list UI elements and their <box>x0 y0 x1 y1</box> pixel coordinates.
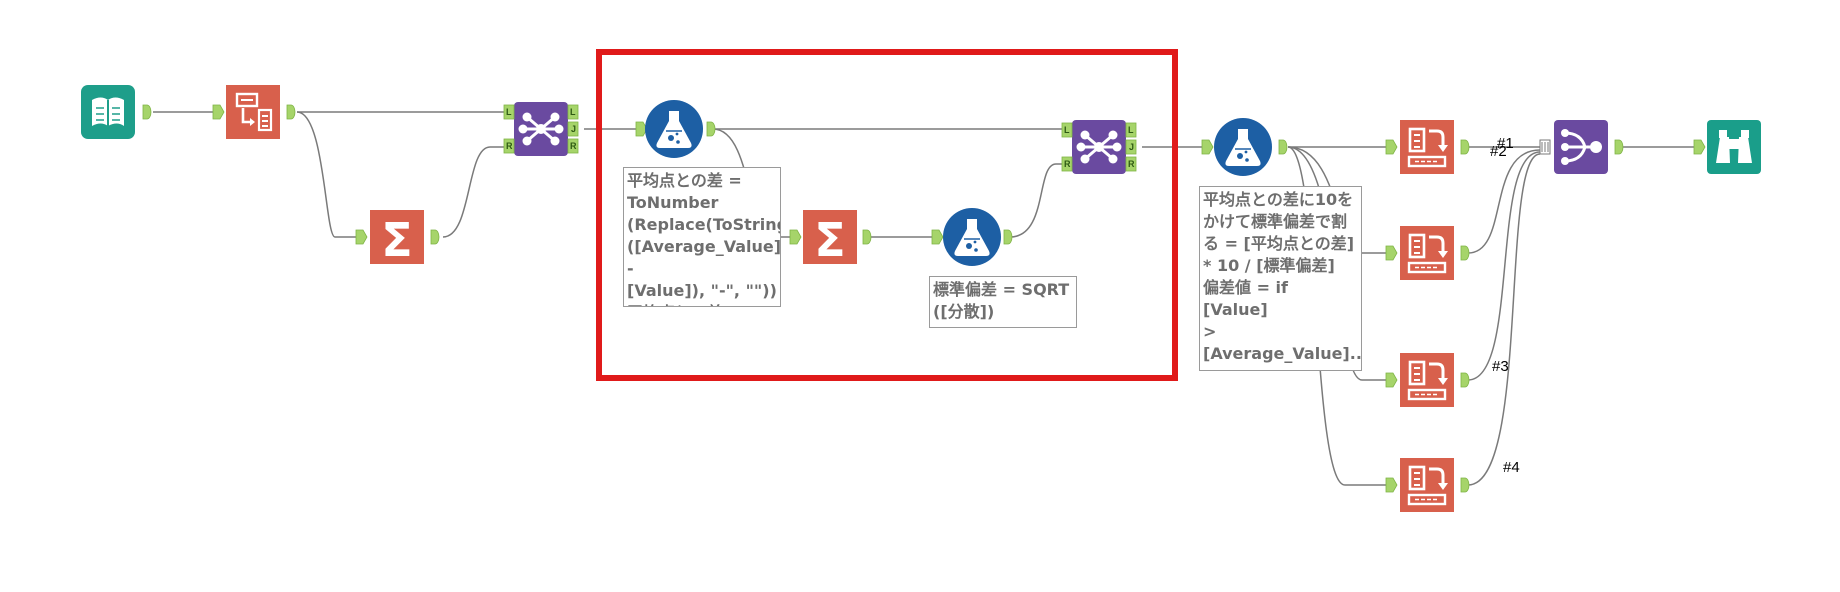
flask-formula-icon <box>942 207 1002 267</box>
join1-input-right-anchor <box>503 138 515 154</box>
union-icon <box>1552 118 1610 176</box>
input-data-tool[interactable] <box>80 84 152 140</box>
input-anchor <box>1385 372 1398 388</box>
anchor-label-j-out: J <box>1129 142 1134 152</box>
output-anchor <box>1460 245 1470 261</box>
anchor-label-r: R <box>1064 159 1071 169</box>
flask-formula-icon <box>1213 117 1273 177</box>
union-label-4: #4 <box>1503 459 1520 476</box>
sort-tool-3[interactable] <box>1385 351 1470 409</box>
join-tool-2[interactable]: L R L J R <box>1061 118 1137 176</box>
output-anchor <box>1460 372 1470 388</box>
input-anchor <box>789 229 802 245</box>
join1-input-left-anchor <box>503 104 515 120</box>
sort-icon <box>1398 351 1456 409</box>
union-input-anchor <box>1539 139 1551 155</box>
output-anchor <box>142 104 152 120</box>
summarize-tool-1[interactable] <box>355 210 440 267</box>
anchor-label-r-out: R <box>1128 159 1135 169</box>
summation-icon <box>370 210 424 267</box>
binoculars-browse-icon <box>1707 120 1761 174</box>
anchor-label-j-out: J <box>571 124 576 134</box>
output-anchor <box>1003 229 1013 245</box>
union-label-2: #2 <box>1490 143 1507 160</box>
sort-tool-2[interactable] <box>1385 224 1470 282</box>
summarize-tool-2[interactable] <box>789 210 872 267</box>
anchor-label-l-out: L <box>1128 125 1134 135</box>
formula3-annotation: 平均点との差に10を かけて標準偏差で割 る = [平均点との差] * 10 /… <box>1199 186 1362 371</box>
output-anchor <box>862 229 872 245</box>
formula-tool-2[interactable] <box>931 207 1013 267</box>
input-anchor <box>1385 139 1398 155</box>
join-tool-1[interactable]: L R L J R <box>503 100 579 158</box>
summation-icon <box>803 210 857 267</box>
input-anchor <box>1693 139 1706 155</box>
union-label-3: #3 <box>1492 358 1509 375</box>
input-anchor <box>355 229 368 245</box>
select-fields-icon <box>224 83 282 141</box>
flask-formula-icon <box>644 99 704 159</box>
output-anchor <box>286 104 296 120</box>
formula-tool-3[interactable] <box>1201 117 1288 177</box>
sort-tool-4[interactable] <box>1385 456 1470 514</box>
input-anchor <box>931 229 944 245</box>
book-input-icon <box>80 84 136 140</box>
formula-tool-1[interactable] <box>635 99 716 159</box>
output-anchor <box>1460 139 1470 155</box>
union-label-1: #1 <box>1497 135 1514 152</box>
sort-tool-1[interactable] <box>1385 118 1470 176</box>
highlight-box <box>596 49 1178 381</box>
output-anchor <box>1278 139 1288 155</box>
anchor-label-l: L <box>506 107 512 117</box>
formula2-annotation: 標準偏差 = SQRT ([分散]) <box>929 276 1077 328</box>
output-anchor <box>430 229 440 245</box>
browse-tool[interactable] <box>1693 120 1761 174</box>
sort-icon <box>1398 224 1456 282</box>
union-tool[interactable] <box>1539 118 1624 176</box>
input-anchor <box>1201 139 1214 155</box>
connectors <box>153 111 1694 486</box>
input-anchor <box>1385 477 1398 493</box>
output-anchor <box>706 121 716 137</box>
output-anchor <box>1460 477 1470 493</box>
formula1-annotation: 平均点との差 = ToNumber (Replace(ToString ([Av… <box>623 167 781 307</box>
join-icon <box>1070 118 1128 176</box>
sort-icon <box>1398 456 1456 514</box>
input-anchor <box>1385 245 1398 261</box>
sort-icon <box>1398 118 1456 176</box>
anchor-label-l-out: L <box>570 107 576 117</box>
anchor-label-r-out: R <box>570 141 577 151</box>
output-anchor <box>1614 139 1624 155</box>
anchor-label-l: L <box>1064 125 1070 135</box>
join-icon <box>512 100 570 158</box>
input-anchor <box>212 104 225 120</box>
anchor-label-r: R <box>506 141 513 151</box>
select-tool[interactable] <box>212 83 296 141</box>
